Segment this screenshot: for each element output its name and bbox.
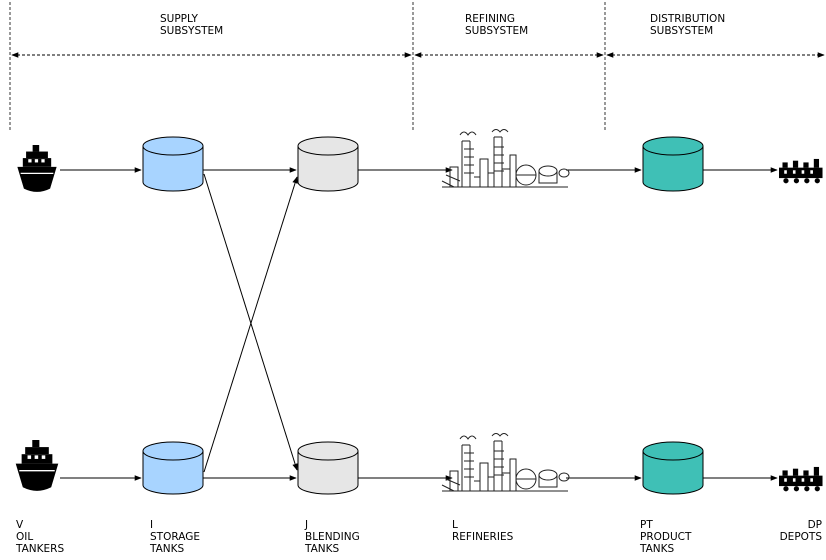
cross-arrow-i-top-to-j-bottom	[203, 173, 298, 471]
subsystem-label-distribution: DISTRIBUTION SUBSYSTEM	[650, 13, 725, 37]
stage-code: L	[452, 519, 458, 531]
product-tank-bottom	[642, 441, 704, 495]
storage-tank-top	[142, 136, 204, 192]
subsystem-distribution-line2: SUBSYSTEM	[650, 25, 714, 37]
stage-name-line2: TANKS	[305, 543, 340, 555]
depot-icon	[779, 466, 823, 492]
blending-tank-top	[297, 136, 359, 192]
stage-code: V	[16, 519, 24, 531]
stage-code: I	[150, 519, 154, 531]
oil-tanker-icon	[16, 145, 58, 193]
stage-code: PT	[640, 519, 653, 531]
subsystem-distribution-line1: DISTRIBUTION	[650, 13, 726, 25]
stage-label-oil-tankers: V OIL TANKERS	[16, 519, 64, 555]
subsystem-refining-line2: SUBSYSTEM	[465, 25, 529, 37]
stage-code: J	[305, 519, 309, 531]
subsystem-dividers	[9, 2, 606, 132]
product-tank-top	[642, 136, 704, 192]
stage-label-product-tanks: PT PRODUCT TANKS	[640, 519, 691, 555]
subsystem-label-refining: REFINING SUBSYSTEM	[465, 13, 528, 37]
subsystem-supply-line2: SUBSYSTEM	[160, 25, 224, 37]
stage-name-line1: PRODUCT	[640, 531, 692, 543]
stage-label-storage-tanks: I STORAGE TANKS	[150, 519, 200, 555]
depot-icon	[779, 158, 823, 184]
cross-arrow-i-bottom-to-j-top	[203, 176, 298, 473]
subsystem-refining-line1: REFINING	[465, 13, 516, 25]
stage-name-line1: BLENDING	[305, 531, 360, 543]
refinery-icon	[441, 128, 570, 188]
stage-name-line1: STORAGE	[150, 531, 200, 543]
flow-arrows	[60, 167, 778, 481]
storage-tank-bottom	[142, 441, 204, 495]
stage-name-line1: REFINERIES	[452, 531, 514, 543]
oil-tanker-icon	[14, 440, 60, 492]
refinery-icon	[441, 432, 570, 492]
stage-name-line2: TANKERS	[16, 543, 65, 555]
stage-label-depots: DP DEPOTS	[780, 519, 822, 543]
subsystem-supply-line1: SUPPLY	[160, 13, 198, 25]
stage-name-line1: OIL	[16, 531, 34, 543]
stage-name-line2: TANKS	[150, 543, 185, 555]
stage-name-line2: TANKS	[640, 543, 675, 555]
blending-tank-bottom	[297, 441, 359, 495]
stage-name-line1: DEPOTS	[779, 531, 822, 543]
subsystem-label-supply: SUPPLY SUBSYSTEM	[160, 13, 223, 37]
stage-label-refineries: L REFINERIES	[452, 519, 513, 543]
stage-label-blending-tanks: J BLENDING TANKS	[305, 519, 360, 555]
stage-code: DP	[807, 519, 822, 531]
